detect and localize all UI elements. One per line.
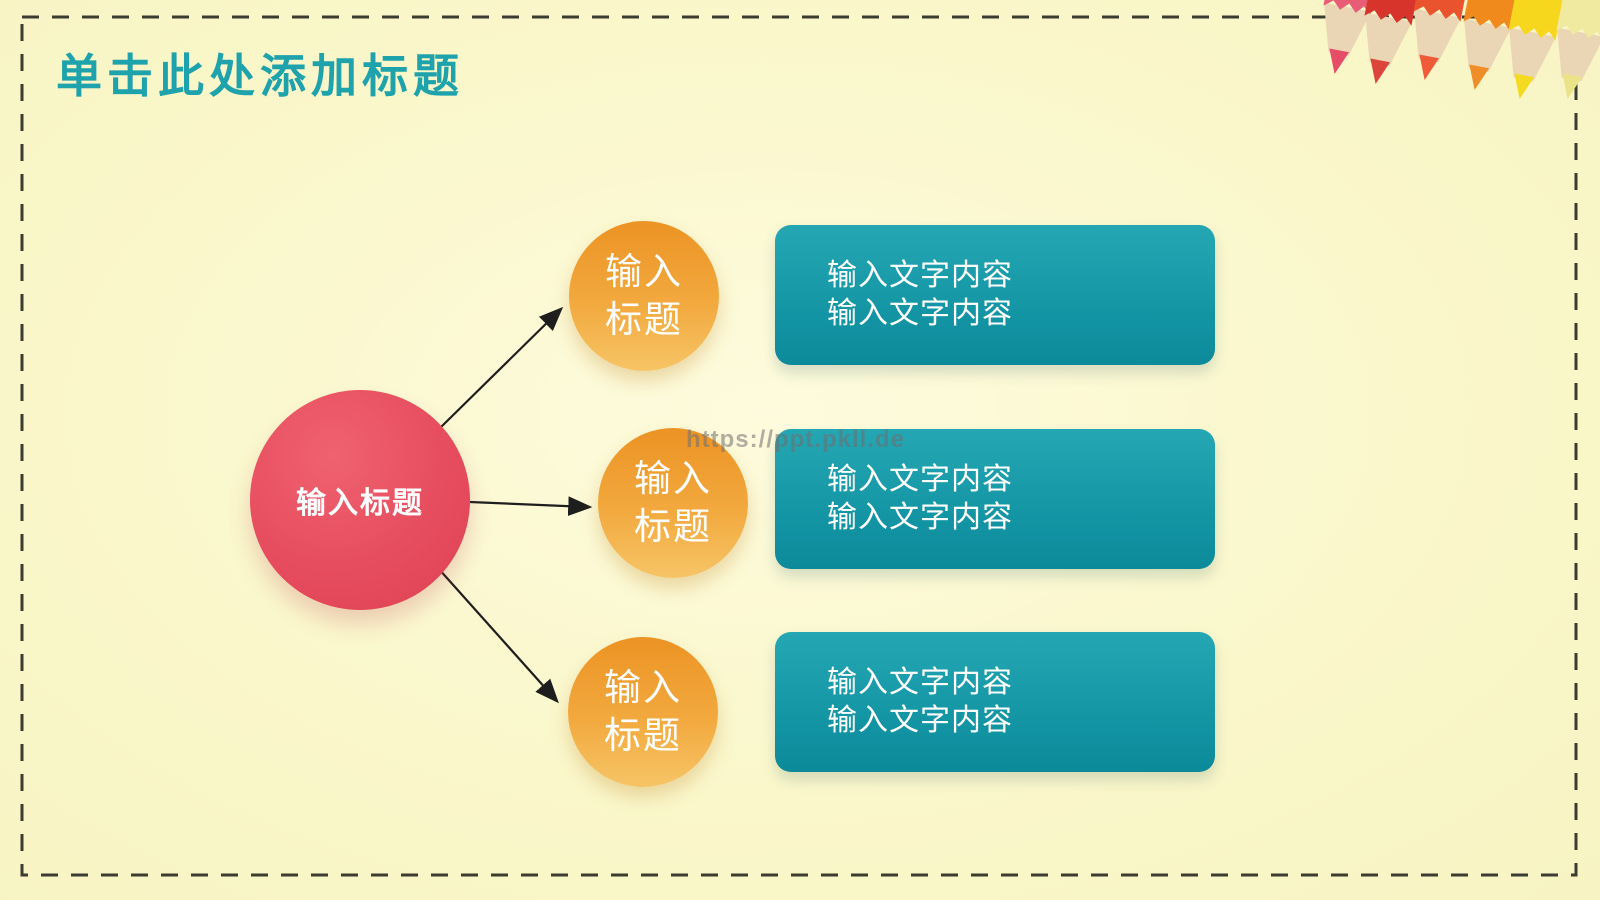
- branch-text-box-2[interactable]: 输入文字内容 输入文字内容: [775, 429, 1215, 569]
- branch-box-3-line2: 输入文字内容: [827, 704, 1013, 737]
- slide-title-placeholder[interactable]: 单击此处添加标题: [56, 50, 464, 102]
- connector-arrow-bottom: [437, 567, 559, 704]
- branch-box-1-line2: 输入文字内容: [827, 297, 1013, 330]
- branch-text-box-3[interactable]: 输入文字内容 输入文字内容: [775, 632, 1215, 772]
- connector-arrow-middle: [469, 496, 593, 517]
- root-topic-circle[interactable]: 输入标题: [250, 390, 470, 610]
- branch-box-2-line1: 输入文字内容: [827, 463, 1013, 496]
- branch-circle-3-label-line1: 输入: [604, 667, 682, 708]
- branch-circle-3-label-line2: 标题: [604, 715, 682, 756]
- watermark-text: https://ppt.pkll.de: [686, 426, 905, 453]
- branch-circle-3[interactable]: 输入 标题: [568, 637, 718, 787]
- branch-circle-1-label-line2: 标题: [605, 299, 683, 340]
- branch-circle-1-label-line1: 输入: [605, 251, 683, 292]
- branch-circle-2[interactable]: 输入 标题: [598, 428, 748, 578]
- branch-circle-2-label-line1: 输入: [634, 458, 712, 499]
- branch-circle-1[interactable]: 输入 标题: [569, 221, 719, 371]
- branch-box-2-line2: 输入文字内容: [827, 501, 1013, 534]
- branch-box-3-line1: 输入文字内容: [827, 666, 1013, 699]
- root-topic-label: 输入标题: [296, 487, 424, 520]
- branch-text-box-1[interactable]: 输入文字内容 输入文字内容: [775, 225, 1215, 365]
- connector-arrow-top: [439, 306, 564, 429]
- branch-circle-2-label-line2: 标题: [634, 506, 712, 547]
- branch-box-1-line1: 输入文字内容: [827, 259, 1013, 292]
- colored-pencils-decoration: [1323, 0, 1600, 99]
